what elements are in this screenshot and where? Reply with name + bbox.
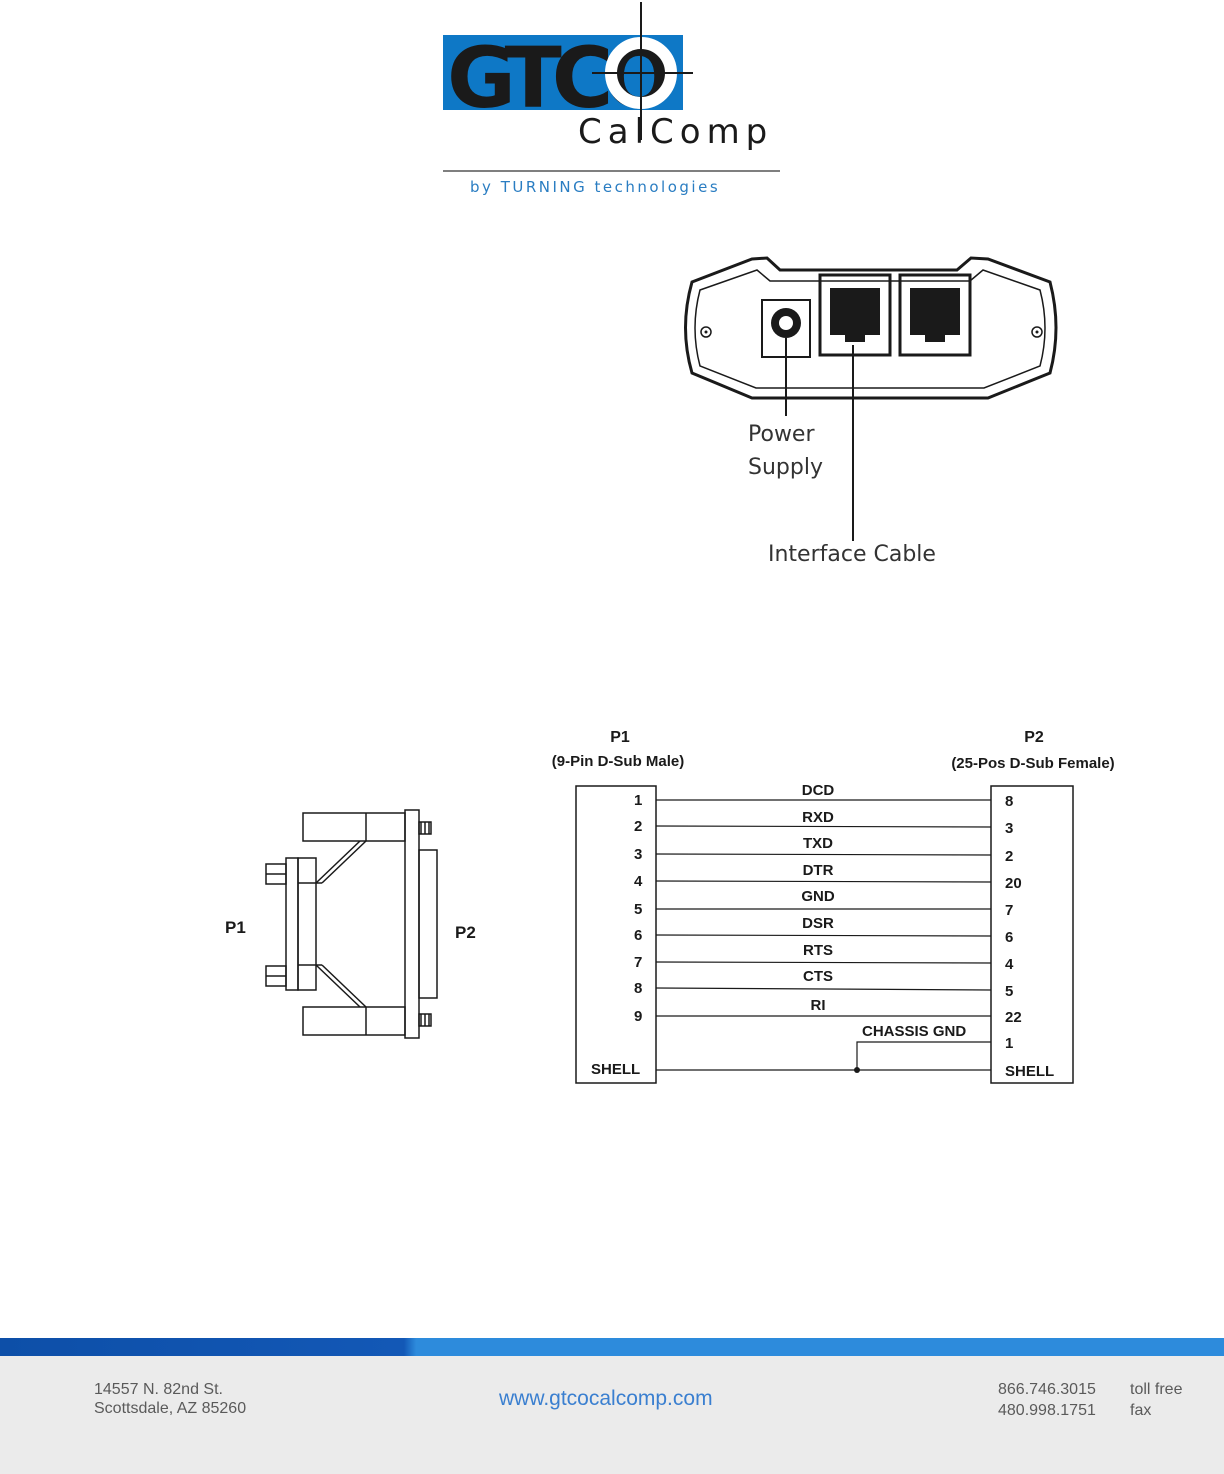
p2-shell bbox=[418, 849, 438, 999]
adapter-bottom-wing bbox=[302, 1006, 406, 1036]
screw-right-icon bbox=[1031, 326, 1043, 338]
signal-label: CTS bbox=[803, 968, 833, 985]
p1-title: P1 bbox=[610, 729, 630, 746]
chassis-gnd-label: CHASSIS GND bbox=[862, 1023, 966, 1040]
p1-pin-number: 5 bbox=[634, 901, 642, 918]
wire-txd bbox=[655, 853, 992, 856]
page-footer: 14557 N. 82nd St. Scottsdale, AZ 85260 w… bbox=[0, 1338, 1224, 1474]
shell-junction-dot bbox=[854, 1067, 860, 1073]
signal-label: RXD bbox=[802, 809, 834, 826]
p1-subtitle: (9-Pin D-Sub Male) bbox=[552, 753, 685, 770]
p2-pin-number: 7 bbox=[1005, 902, 1013, 919]
aux-port bbox=[898, 273, 972, 357]
logo-calcomp: CalComp bbox=[578, 112, 773, 152]
signal-label: TXD bbox=[803, 835, 833, 852]
signal-label: DSR bbox=[802, 915, 834, 932]
wire-rxd bbox=[655, 825, 992, 828]
shell-right-label: SHELL bbox=[1005, 1063, 1054, 1080]
p2-pin-number: 8 bbox=[1005, 793, 1013, 810]
adapter-flange bbox=[404, 809, 420, 1039]
footer-phone-fax: 480.998.1751 bbox=[998, 1402, 1096, 1419]
footer-phone-fax-label: fax bbox=[1130, 1402, 1152, 1419]
power-supply-label-1: Power bbox=[748, 422, 815, 447]
signal-label: RI bbox=[811, 997, 826, 1014]
p1-pin-number: 6 bbox=[634, 927, 642, 944]
p1-pin-number: 9 bbox=[634, 1008, 642, 1025]
wire-dtr bbox=[655, 880, 992, 883]
p1-pin-box bbox=[575, 785, 657, 1084]
footer-website-link[interactable]: www.gtcocalcomp.com bbox=[499, 1387, 713, 1410]
power-supply-label-2: Supply bbox=[748, 455, 823, 480]
chassis-gnd-wire bbox=[856, 1041, 991, 1070]
adapter-figure: P1 P2 bbox=[225, 809, 476, 1039]
p1-pin-number: 7 bbox=[634, 954, 642, 971]
p2-pin-number: 4 bbox=[1005, 956, 1014, 973]
p2-pin-number: 5 bbox=[1005, 983, 1013, 1000]
p2-pin-number: 3 bbox=[1005, 820, 1013, 837]
p2-title: P2 bbox=[1024, 729, 1044, 746]
interface-port bbox=[818, 273, 892, 357]
signal-label: GND bbox=[801, 888, 835, 905]
p1-pin-number: 8 bbox=[634, 980, 642, 997]
wiring-diagram: P1 (9-Pin D-Sub Male) P2 (25-Pos D-Sub F… bbox=[552, 729, 1115, 1084]
gtco-calcomp-logo: GTCO CalComp by TURNING technologies bbox=[443, 2, 780, 196]
wire-rts bbox=[655, 961, 992, 964]
p1-pin-number: 4 bbox=[634, 873, 643, 890]
p1-pin-number: 2 bbox=[634, 818, 642, 835]
signal-label: DCD bbox=[802, 782, 835, 799]
device-housing bbox=[684, 256, 1058, 400]
footer-color-stripe bbox=[0, 1338, 1224, 1356]
p2-pin-box bbox=[990, 785, 1074, 1084]
p2-subtitle: (25-Pos D-Sub Female) bbox=[951, 755, 1114, 772]
p1-pin-number: 3 bbox=[634, 846, 642, 863]
signal-label: RTS bbox=[803, 942, 833, 959]
wire-cts bbox=[655, 987, 992, 991]
adapter-p2-label: P2 bbox=[455, 923, 476, 942]
p2-pin-number: 20 bbox=[1005, 875, 1022, 892]
interface-cable-label: Interface Cable bbox=[768, 542, 936, 567]
footer-address-line2: Scottsdale, AZ 85260 bbox=[94, 1400, 247, 1417]
chassis-gnd-pin: 1 bbox=[1005, 1035, 1013, 1052]
adapter-p1-label: P1 bbox=[225, 918, 246, 937]
footer-phone-tollfree-label: toll free bbox=[1130, 1381, 1183, 1398]
p1-pin-number: 1 bbox=[634, 792, 642, 809]
signal-label: DTR bbox=[803, 862, 834, 879]
adapter-top-wing bbox=[302, 812, 406, 842]
p2-pin-number: 2 bbox=[1005, 848, 1013, 865]
shell-left-label: SHELL bbox=[591, 1061, 640, 1078]
device-back-panel-figure: Power Supply Interface Cable bbox=[684, 256, 1058, 567]
logo-tagline: by TURNING technologies bbox=[470, 178, 720, 196]
footer-address-line1: 14557 N. 82nd St. bbox=[94, 1381, 223, 1398]
screw-left-icon bbox=[700, 326, 712, 338]
p2-pin-number: 6 bbox=[1005, 929, 1013, 946]
wire-dsr bbox=[655, 934, 992, 937]
footer-phone-tollfree: 866.746.3015 bbox=[998, 1381, 1096, 1398]
p1-shell bbox=[285, 857, 299, 991]
device-housing-inner bbox=[694, 269, 1046, 389]
p2-pin-number: 22 bbox=[1005, 1009, 1022, 1026]
